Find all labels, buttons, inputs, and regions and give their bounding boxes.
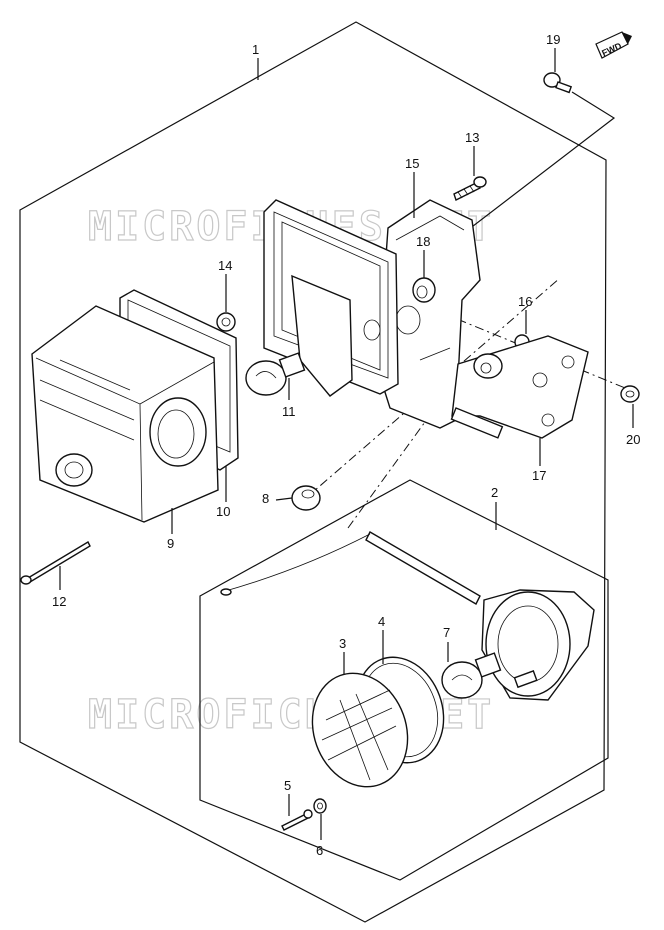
callout-1: 1 bbox=[252, 42, 259, 57]
part-17-plate bbox=[450, 335, 589, 439]
callout-19: 19 bbox=[546, 32, 560, 47]
part-9-tail-lamp bbox=[31, 305, 219, 523]
part-19-bolt bbox=[543, 72, 573, 94]
callout-18: 18 bbox=[416, 234, 430, 249]
part-3-lens bbox=[311, 672, 409, 788]
license-bracket bbox=[263, 199, 399, 397]
part-6-washer bbox=[313, 798, 327, 814]
callout-20: 20 bbox=[626, 432, 640, 447]
callout-14: 14 bbox=[218, 258, 232, 273]
callout-5: 5 bbox=[284, 778, 291, 793]
callout-9: 9 bbox=[167, 536, 174, 551]
callout-2: 2 bbox=[491, 485, 498, 500]
callout-17: 17 bbox=[532, 468, 546, 483]
callout-3: 3 bbox=[339, 636, 346, 651]
assembly-frame-main bbox=[19, 21, 607, 923]
part-2-turn-signal bbox=[220, 531, 595, 701]
callout-7: 7 bbox=[443, 625, 450, 640]
forward-arrow-icon: FWD bbox=[595, 31, 632, 59]
leader-lines bbox=[59, 48, 634, 840]
part-13-screw bbox=[453, 176, 487, 201]
callout-4: 4 bbox=[378, 614, 385, 629]
callout-6: 6 bbox=[316, 843, 323, 858]
callout-10: 10 bbox=[216, 504, 230, 519]
part-14-nut bbox=[216, 312, 236, 332]
callout-11: 11 bbox=[282, 404, 296, 419]
part-20-nut bbox=[620, 385, 640, 403]
part-18-grommet bbox=[412, 277, 436, 303]
callout-8: 8 bbox=[262, 491, 269, 506]
callout-13: 13 bbox=[465, 130, 479, 145]
part-8-grommet bbox=[291, 485, 321, 511]
part-12-long-bolt bbox=[20, 541, 91, 585]
callout-15: 15 bbox=[405, 156, 419, 171]
callout-16: 16 bbox=[518, 294, 532, 309]
alignment-line-nut bbox=[305, 277, 561, 499]
part-5-screw bbox=[281, 809, 313, 831]
assembly-frame-lamp bbox=[199, 479, 609, 881]
part-11-bulb bbox=[245, 352, 306, 396]
part-7-bulb bbox=[441, 652, 502, 699]
callout-12: 12 bbox=[52, 594, 66, 609]
